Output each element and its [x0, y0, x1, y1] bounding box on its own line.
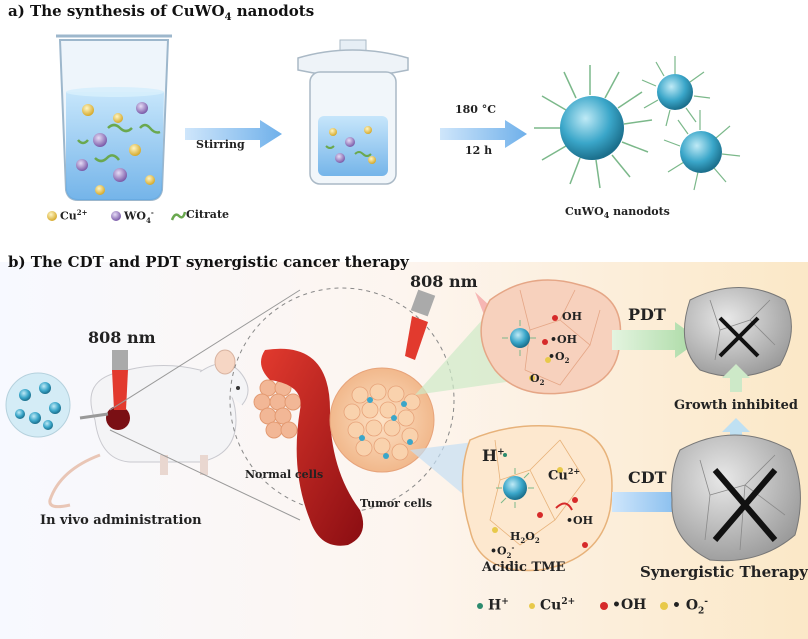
cdt-cu-label: Cu2+	[548, 466, 581, 484]
cdt-label: CDT	[628, 468, 667, 487]
cu-legend-label-b: Cu2+	[540, 597, 576, 614]
wo4-legend-dot	[111, 211, 121, 221]
blood-vessel	[261, 348, 364, 546]
time-label: 12 h	[465, 144, 493, 157]
in-vivo-label: In vivo administration	[40, 513, 202, 528]
synergistic-dead-cells	[671, 434, 801, 562]
o2-legend-dot	[660, 602, 668, 610]
normal-cells-cluster	[253, 379, 302, 439]
wo4-legend-label: WO4-	[124, 208, 154, 225]
pdt-cell-cluster	[480, 279, 622, 395]
tumor-cells-label: Tumor cells	[360, 497, 433, 510]
synergistic-therapy-label: Synergistic Therapy	[640, 563, 808, 581]
pdt-arrow	[612, 322, 700, 358]
hydrothermal-arrow	[440, 120, 527, 148]
o2-legend-label: • O2-	[672, 597, 709, 617]
cdt-h-label: H+	[482, 446, 505, 465]
inhibited-cells-top	[683, 287, 792, 377]
autoclave-icon	[297, 39, 409, 185]
growth-up-arrow-1	[722, 364, 750, 392]
cu-legend-dot-b	[529, 603, 535, 609]
cdt-o2-label: •O2-	[490, 543, 515, 560]
laser-left-icon	[112, 350, 128, 410]
oh-legend-label: •OH	[612, 597, 647, 613]
product-label: CuWO4 nanodots	[565, 205, 670, 221]
laser-top-icon	[405, 289, 436, 360]
stirring-arrow	[185, 120, 282, 148]
nanodot-small-2	[663, 110, 741, 191]
nanodot-dish-icon	[5, 372, 71, 438]
beaker-particles	[76, 102, 161, 195]
cdt-cell-cluster	[461, 425, 613, 572]
h-legend-label: H+	[488, 597, 509, 614]
nanodot-large	[534, 65, 653, 189]
temperature-label: 180 °C	[455, 103, 497, 116]
pdt-label: PDT	[628, 305, 666, 324]
panel-a-title: a) The synthesis of CuWO4 nanodots	[8, 2, 315, 23]
pdt-o2: O2	[530, 372, 545, 388]
panel-b-title: b) The CDT and PDT synergistic cancer th…	[8, 253, 409, 271]
mouse-icon	[48, 349, 249, 509]
zoom-lines	[109, 289, 301, 521]
citrate-legend-label: Citrate	[186, 208, 230, 221]
oh-legend-dot	[600, 602, 608, 610]
pdt-oh-2: •OH	[550, 333, 578, 346]
cu-legend-dot	[47, 211, 57, 221]
laser-left-label: 808 nm	[88, 328, 156, 347]
nanodot-small-1	[641, 56, 711, 127]
tumor-cells-cluster	[329, 367, 435, 473]
pdt-oh-1: OH	[562, 310, 582, 323]
growth-up-arrow-2	[722, 418, 750, 448]
citrate-legend-icon	[170, 211, 187, 221]
pdt-o2-radical: •O2	[548, 350, 570, 366]
cu-legend-label: Cu2+	[60, 208, 88, 223]
cdt-oh-label: •OH	[566, 514, 594, 527]
cdt-h2o2-label: H2O2	[510, 530, 540, 546]
growth-inhibited-label: Growth inhibited	[674, 398, 798, 413]
normal-cells-label: Normal cells	[245, 468, 324, 481]
zoom-circle	[229, 287, 455, 513]
laser-top-label: 808 nm	[410, 272, 478, 291]
h-legend-dot	[477, 603, 483, 609]
stirring-label: Stirring	[196, 138, 245, 151]
acidic-tme-label: Acidic TME	[482, 560, 566, 575]
